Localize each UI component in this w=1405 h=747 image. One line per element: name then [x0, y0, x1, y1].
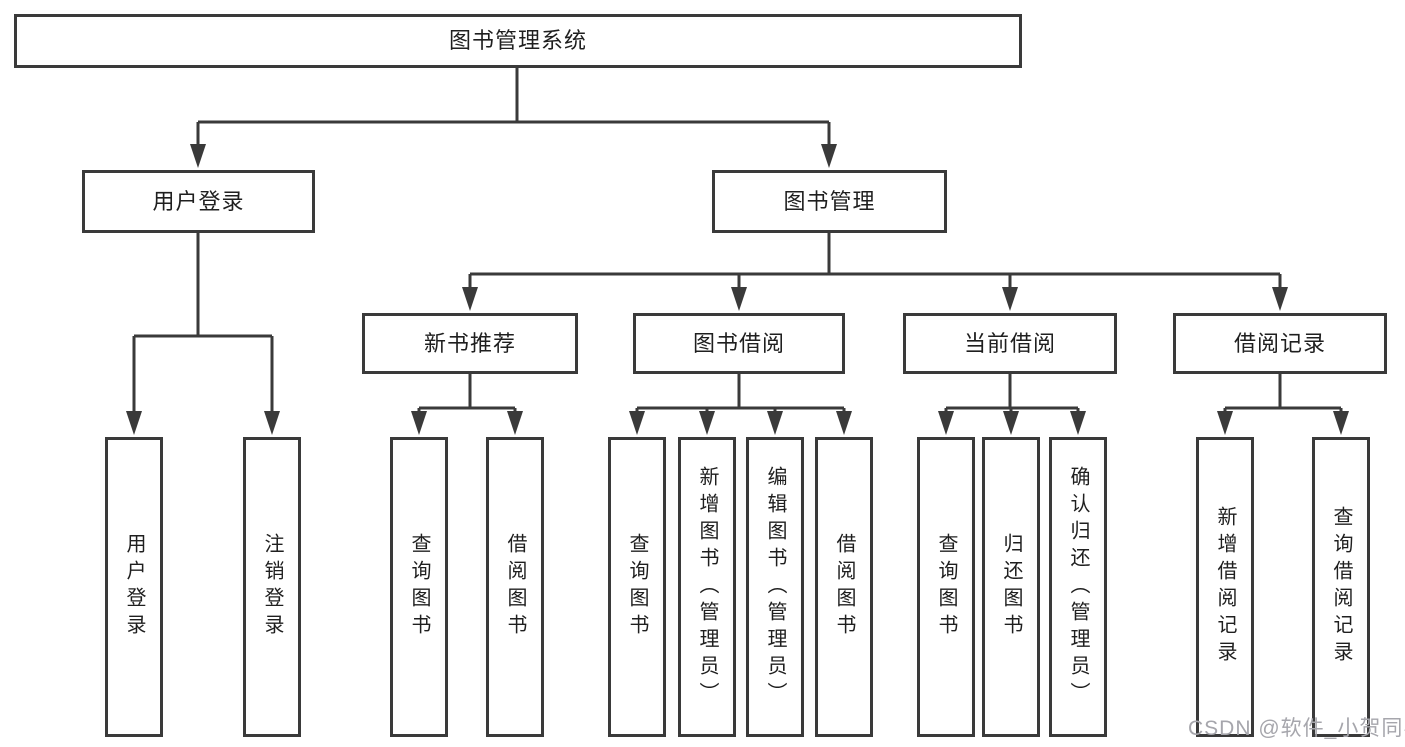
leaf-query-books-borrow: 查询图书 [608, 437, 666, 737]
leaf-logout-login: 注销登录 [243, 437, 301, 737]
node-root-system: 图书管理系统 [14, 14, 1022, 68]
leaf-borrow-books-recommend: 借阅图书 [486, 437, 544, 737]
leaf-return-books: 归还图书 [982, 437, 1040, 737]
leaf-query-borrow-record: 查询借阅记录 [1312, 437, 1370, 737]
leaf-add-books-admin: 新增图书（管理员） [678, 437, 736, 737]
node-new-book-recommend: 新书推荐 [362, 313, 578, 374]
csdn-watermark: CSDN @软件_小贺同学 [1188, 717, 1405, 740]
leaf-confirm-return-admin: 确认归还（管理员） [1049, 437, 1107, 737]
node-book-borrow: 图书借阅 [633, 313, 845, 374]
leaf-add-borrow-record: 新增借阅记录 [1196, 437, 1254, 737]
node-book-management: 图书管理 [712, 170, 947, 233]
node-user-login: 用户登录 [82, 170, 315, 233]
leaf-edit-books-admin: 编辑图书（管理员） [746, 437, 804, 737]
leaf-query-books-recommend: 查询图书 [390, 437, 448, 737]
leaf-query-books-current: 查询图书 [917, 437, 975, 737]
node-current-borrow: 当前借阅 [903, 313, 1117, 374]
leaf-user-login: 用户登录 [105, 437, 163, 737]
leaf-borrow-books: 借阅图书 [815, 437, 873, 737]
node-borrow-records: 借阅记录 [1173, 313, 1387, 374]
